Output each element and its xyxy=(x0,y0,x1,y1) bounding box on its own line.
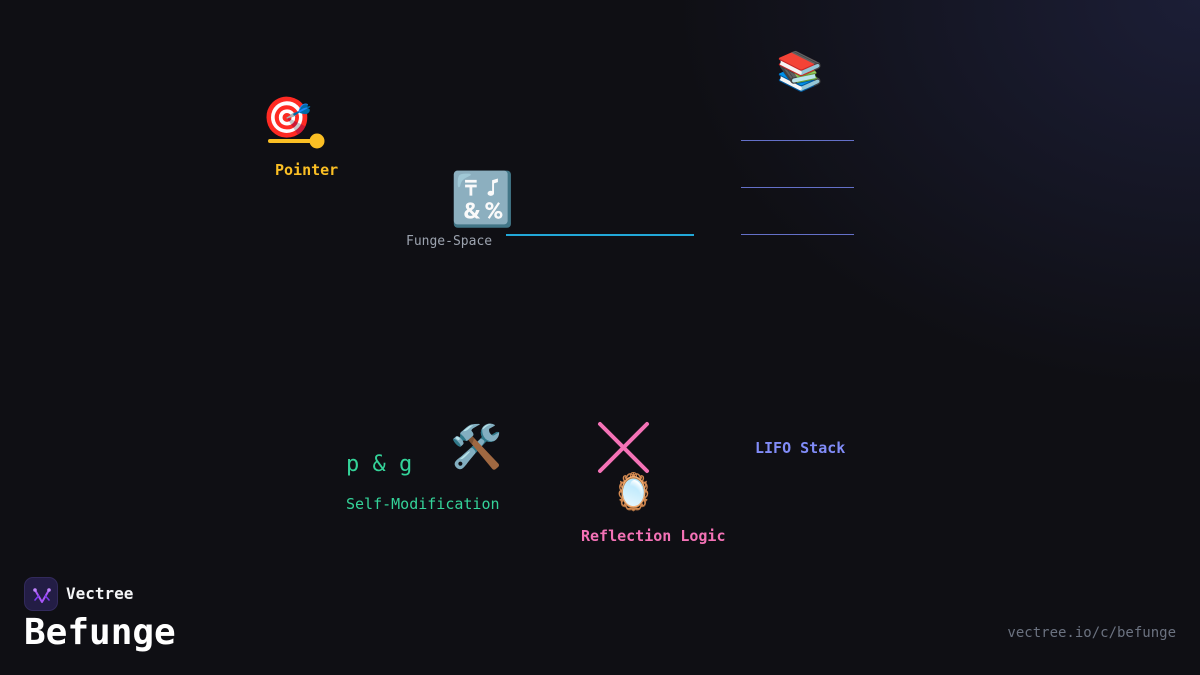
mirror-icon: 🪞 xyxy=(611,472,656,513)
stack-line-top xyxy=(741,140,854,141)
self-modification-label: Self-Modification xyxy=(346,495,500,513)
p-and-g-code: p & g xyxy=(346,452,413,477)
vectree-logo-icon xyxy=(33,588,51,603)
lifo-stack-label: LIFO Stack xyxy=(755,439,846,457)
stack-line-bottom xyxy=(741,234,854,235)
books-icon: 📚 xyxy=(776,49,824,93)
tools-icon: 🛠️ xyxy=(450,422,503,471)
vectree-logo xyxy=(24,577,58,611)
stack-line-middle xyxy=(741,187,854,188)
page-url[interactable]: vectree.io/c/befunge xyxy=(1007,625,1176,641)
brand-name: Vectree xyxy=(66,584,134,603)
funge-space-label: Funge-Space xyxy=(406,234,493,249)
pointer-dot-icon xyxy=(268,133,325,149)
cross-icon xyxy=(598,422,649,473)
page-title: Befunge xyxy=(24,612,176,653)
symbols-icon: 🔣 xyxy=(450,170,515,230)
target-icon: 🎯 xyxy=(262,95,312,141)
pointer-label: Pointer xyxy=(275,161,339,179)
funge-space-line xyxy=(506,234,694,236)
reflection-logic-label: Reflection Logic xyxy=(581,527,726,545)
